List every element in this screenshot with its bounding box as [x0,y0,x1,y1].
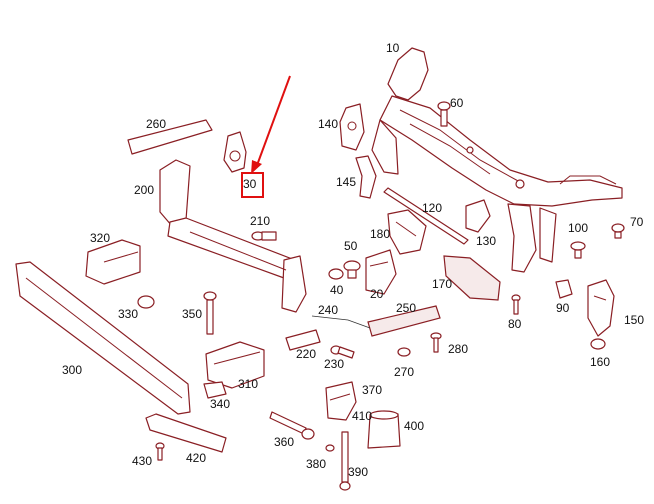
label-300[interactable]: 300 [62,363,83,377]
part-350-bolt [203,291,217,335]
part-60-screw [437,101,451,127]
label-350[interactable]: 350 [182,307,203,321]
highlight-box [241,172,264,198]
part-70-clip [611,223,625,239]
label-180[interactable]: 180 [370,227,391,241]
label-400[interactable]: 400 [404,419,425,433]
part-220-bracket [285,329,321,351]
highlight-arrow [251,75,291,174]
label-340[interactable]: 340 [210,397,231,411]
part-380-clip [325,444,335,452]
part-390-bolt [339,431,351,491]
part-260-bar [127,119,213,155]
part-80-bolt [511,294,521,315]
label-210[interactable]: 210 [250,214,271,228]
part-120-rod [383,187,469,245]
part-370-mount [325,381,357,421]
part-240-leader [311,315,371,329]
part-230-bolt [330,345,355,359]
label-250[interactable]: 250 [396,301,417,315]
label-370[interactable]: 370 [362,383,383,397]
label-200[interactable]: 200 [134,183,155,197]
label-320[interactable]: 320 [90,231,111,245]
part-40-grommet [328,268,344,280]
label-10[interactable]: 10 [386,41,400,55]
part-145-bracket [355,155,377,199]
label-100[interactable]: 100 [568,221,589,235]
label-170[interactable]: 170 [432,277,453,291]
label-380[interactable]: 380 [306,457,327,471]
label-120[interactable]: 120 [422,201,443,215]
part-140-bracket [339,103,365,151]
part-250-strip [367,305,441,337]
label-410[interactable]: 410 [352,409,373,423]
part-150-bracket [587,279,615,337]
part-20-latch [365,249,397,295]
label-145[interactable]: 145 [336,175,357,189]
part-270-bolt [397,347,411,357]
part-100-screw [570,241,586,259]
part-30-bracket [223,131,247,173]
part-430-clip [155,442,165,461]
label-390[interactable]: 390 [348,465,369,479]
part-170-panel [443,255,501,301]
part-300-bumper-bar [15,261,191,415]
label-330[interactable]: 330 [118,307,139,321]
label-70[interactable]: 70 [630,215,644,229]
part-400-sleeve [367,410,401,449]
part-310-bracket [205,341,265,389]
label-310[interactable]: 310 [238,377,259,391]
part-210-bolt [251,231,277,241]
label-40[interactable]: 40 [330,283,344,297]
label-360[interactable]: 360 [274,435,295,449]
label-90[interactable]: 90 [556,301,570,315]
label-150[interactable]: 150 [624,313,645,327]
label-140[interactable]: 140 [318,117,339,131]
label-240[interactable]: 240 [318,303,339,317]
label-230[interactable]: 230 [324,357,345,371]
part-280-bolt [430,332,442,353]
part-50-grommet [343,260,361,279]
label-50[interactable]: 50 [344,239,358,253]
label-280[interactable]: 280 [448,342,469,356]
part-320-bracket [85,239,141,285]
part-160-nut [590,338,606,350]
label-220[interactable]: 220 [296,347,317,361]
label-30[interactable]: 30 [243,177,257,191]
label-60[interactable]: 60 [450,96,464,110]
label-160[interactable]: 160 [590,355,611,369]
label-80[interactable]: 80 [508,317,522,331]
label-130[interactable]: 130 [476,234,497,248]
label-270[interactable]: 270 [394,365,415,379]
part-90-block [555,279,573,299]
part-200-crossmember [159,159,307,313]
part-360-bolt [269,411,315,440]
part-340-bracket [203,381,227,399]
part-180-bracket [387,209,427,255]
label-420[interactable]: 420 [186,451,207,465]
part-330-nut [137,295,155,309]
part-420-strip [145,413,227,453]
part-130-bracket [465,199,491,233]
label-430[interactable]: 430 [132,454,153,468]
label-20[interactable]: 20 [370,287,384,301]
label-260[interactable]: 260 [146,117,167,131]
